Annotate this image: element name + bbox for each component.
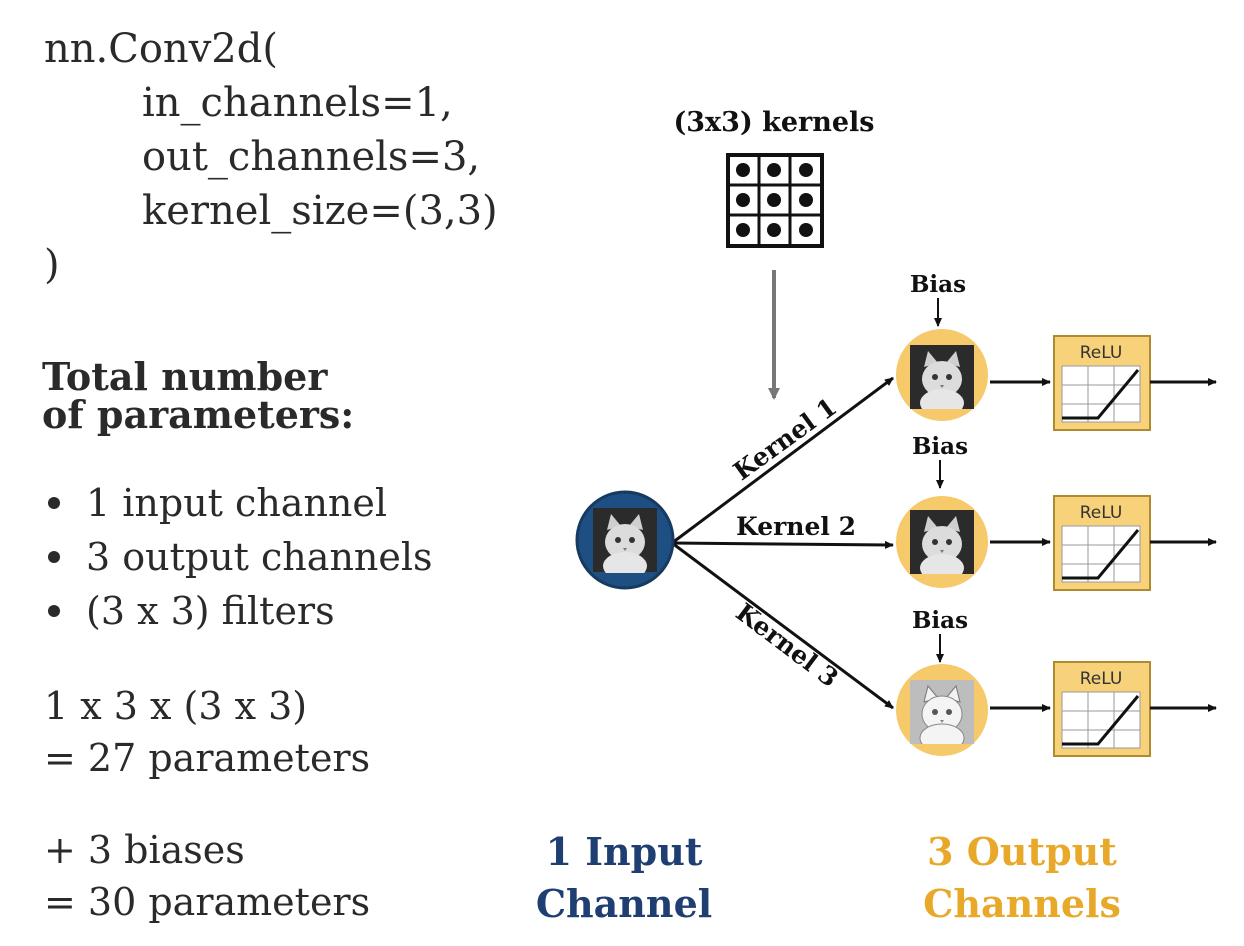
code-line-2: in_channels=1,	[142, 80, 453, 126]
input-channel-node	[575, 490, 675, 590]
output-row-1: Bias ReLU	[896, 271, 1217, 431]
code-line-5: )	[44, 242, 60, 288]
code-line-3: out_channels=3,	[142, 134, 481, 180]
bullet-item: (3 x 3) filters	[42, 584, 335, 638]
bullet-dot	[48, 496, 60, 509]
edge-label-kernel-2: Kernel 2	[736, 512, 856, 541]
bullet-text: (3 x 3) filters	[86, 589, 335, 633]
bullet-text: 1 input channel	[86, 481, 388, 525]
kernels-label: (3x3) kernels	[674, 107, 875, 138]
edge-kernel-2	[671, 540, 894, 549]
relu-label: ReLU	[1080, 343, 1123, 363]
calc-line-1: 1 x 3 x (3 x 3)	[44, 684, 308, 728]
input-label-line-2: Channel	[535, 881, 713, 926]
edge-kernel-1	[671, 376, 894, 545]
output-label-line-2: Channels	[923, 881, 1121, 926]
bullet-item: 3 output channels	[42, 530, 433, 584]
calc-line-3: + 3 biases	[44, 828, 245, 872]
edge-label-kernel-1: Kernel 1	[728, 392, 842, 486]
output-row-3: Bias ReLU	[896, 607, 1217, 757]
bullet-text: 3 output channels	[86, 535, 433, 579]
output-row-2: Bias ReLU	[896, 433, 1217, 591]
edge-label-kernel-3: Kernel 3	[730, 598, 843, 693]
bias-label: Bias	[912, 607, 968, 634]
edge-kernel-3	[671, 541, 894, 710]
code-line-4: kernel_size=(3,3)	[142, 188, 498, 234]
bias-label: Bias	[912, 433, 968, 460]
calc-line-2: = 27 parameters	[44, 736, 371, 780]
bullet-dot	[48, 604, 60, 617]
relu-label: ReLU	[1080, 669, 1123, 689]
output-label-line-1: 3 Output	[927, 829, 1117, 874]
relu-label: ReLU	[1080, 503, 1123, 523]
bias-label: Bias	[910, 271, 966, 298]
heading-line-1: Total number	[42, 354, 328, 399]
code-line-1: nn.Conv2d(	[44, 26, 278, 72]
input-label-line-1: 1 Input	[545, 829, 703, 874]
calc-line-4: = 30 parameters	[44, 880, 371, 924]
input-channel-label: 1 Input Channel	[524, 826, 724, 930]
bullet-item: 1 input channel	[42, 476, 387, 530]
kernel-grid-icon	[726, 153, 824, 248]
bullet-dot	[48, 550, 60, 563]
heading-line-2: of parameters:	[42, 392, 355, 437]
output-channels-label: 3 Output Channels	[900, 826, 1144, 930]
